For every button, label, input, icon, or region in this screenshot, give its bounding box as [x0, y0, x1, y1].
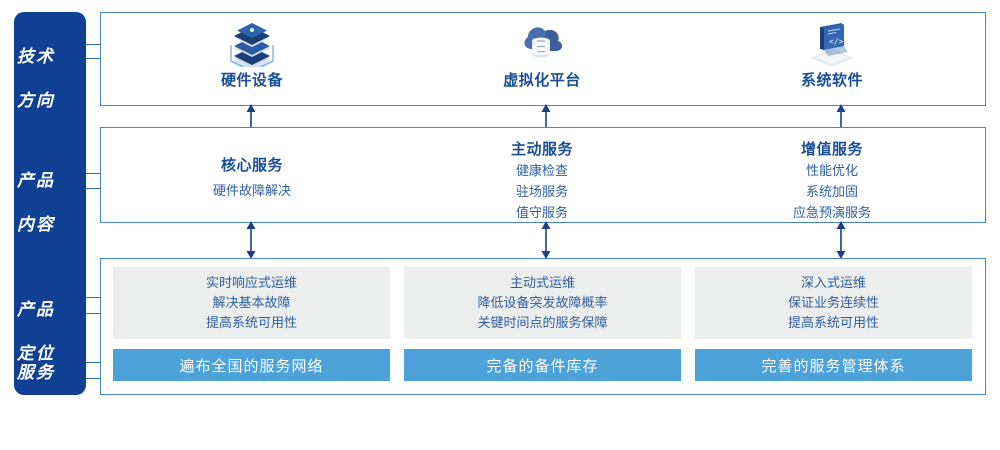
- cloud-database-icon: [510, 19, 574, 67]
- connector-tech-2: [86, 58, 102, 59]
- tech-label-hardware: 硬件设备: [220, 72, 283, 89]
- positioning-and-advantage-band: 实时响应式运维 解决基本故障 提高系统可用性 主动式运维 降低设备突发故障概率 …: [100, 258, 986, 395]
- advantage-label: 完备的备件库存: [486, 357, 599, 375]
- rail-label-prod-line2: 内容: [17, 215, 55, 234]
- rail-label-tech-line2: 方向: [17, 91, 55, 110]
- positioning-line: 降低设备突发故障概率: [477, 295, 608, 310]
- rail-label-posi-line1: 产品: [17, 300, 55, 319]
- positioning-line: 提高系统可用性: [205, 315, 297, 330]
- content-column-value-added-service: 增值服务 性能优化 系统加固 应急预演服务: [687, 128, 977, 222]
- rail-label-posi-line2: 定位: [17, 344, 55, 363]
- rail-label-product-positioning: 产品 定位: [0, 277, 72, 387]
- arrow-up-virtualization: [536, 104, 556, 130]
- rail-label-adv-line1: 服务: [17, 363, 55, 382]
- rail-label-service-advantage: 服务 优势: [0, 340, 72, 450]
- rail-label-technology-direction: 技术 方向: [0, 24, 72, 134]
- content-title-value-added-service: 增值服务: [800, 141, 863, 158]
- arrow-up-system-software: [831, 104, 851, 130]
- positioning-line: 保证业务连续性: [787, 295, 879, 310]
- arrow-up-down-core-service: [241, 221, 261, 261]
- positioning-card-realtime: 实时响应式运维 解决基本故障 提高系统可用性: [113, 267, 390, 339]
- content-item: 性能优化: [805, 163, 858, 178]
- content-item: 系统加固: [805, 184, 858, 199]
- laptop-code-icon: </>: [800, 19, 864, 67]
- svg-text:</>: </>: [829, 37, 844, 46]
- advantage-bar-management-system: 完善的服务管理体系: [695, 349, 972, 381]
- diagram-canvas: 技术 方向 产品 内容 产品 定位 服务 优势: [0, 12, 986, 395]
- tech-column-virtualization: 虚拟化平台: [397, 13, 687, 105]
- positioning-line: 实时响应式运维: [205, 275, 297, 290]
- positioning-line: 主动式运维: [509, 275, 575, 290]
- tech-label-virtualization: 虚拟化平台: [503, 72, 581, 89]
- tech-column-hardware: 硬件设备: [107, 13, 397, 105]
- rail-label-adv-line2: 优势: [17, 407, 55, 426]
- positioning-line: 解决基本故障: [212, 295, 291, 310]
- content-item: 驻场服务: [515, 184, 568, 199]
- advantage-label: 完善的服务管理体系: [761, 357, 906, 375]
- rail-label-prod-line1: 产品: [17, 171, 55, 190]
- content-title-core-service: 核心服务: [220, 157, 283, 174]
- connector-adv-2: [86, 378, 102, 379]
- positioning-line: 提高系统可用性: [787, 315, 879, 330]
- arrow-up-hardware: [241, 104, 261, 130]
- positioning-card-proactive: 主动式运维 降低设备突发故障概率 关键时间点的服务保障: [404, 267, 681, 339]
- tech-label-system-software: 系统软件: [800, 72, 863, 89]
- positioning-line: 关键时间点的服务保障: [477, 315, 608, 330]
- server-stack-icon: [220, 19, 284, 67]
- connector-posi-2: [86, 313, 102, 314]
- content-item: 应急预演服务: [792, 205, 871, 220]
- arrow-up-down-proactive-service: [536, 221, 556, 261]
- technology-direction-band: 硬件设备: [100, 12, 986, 106]
- product-content-band: 核心服务 硬件故障解决 主动服务 健康检查 驻场服务 值守服务 增值服务 性能优…: [100, 127, 986, 223]
- category-rail: [14, 12, 86, 395]
- content-item: 硬件故障解决: [212, 183, 291, 198]
- connector-posi-1: [86, 297, 102, 298]
- connector-adv-1: [86, 362, 102, 363]
- connector-prod-1: [86, 173, 102, 174]
- content-title-proactive-service: 主动服务: [510, 141, 573, 158]
- tech-column-system-software: </> 系统软件: [687, 13, 977, 105]
- rail-label-tech-line1: 技术: [17, 47, 55, 66]
- content-column-proactive-service: 主动服务 健康检查 驻场服务 值守服务: [397, 128, 687, 222]
- positioning-line: 深入式运维: [800, 275, 866, 290]
- content-item: 健康检查: [515, 163, 568, 178]
- connector-prod-2: [86, 188, 102, 189]
- connector-tech-1: [86, 44, 102, 45]
- positioning-card-indepth: 深入式运维 保证业务连续性 提高系统可用性: [695, 267, 972, 339]
- arrow-up-down-value-added-service: [831, 221, 851, 261]
- content-item: 值守服务: [515, 205, 568, 220]
- advantage-bar-spare-parts: 完备的备件库存: [404, 349, 681, 381]
- advantage-label: 遍布全国的服务网络: [179, 357, 324, 375]
- content-column-core-service: 核心服务 硬件故障解决: [107, 128, 397, 222]
- rail-label-product-content: 产品 内容: [0, 148, 72, 258]
- advantage-bar-service-network: 遍布全国的服务网络: [113, 349, 390, 381]
